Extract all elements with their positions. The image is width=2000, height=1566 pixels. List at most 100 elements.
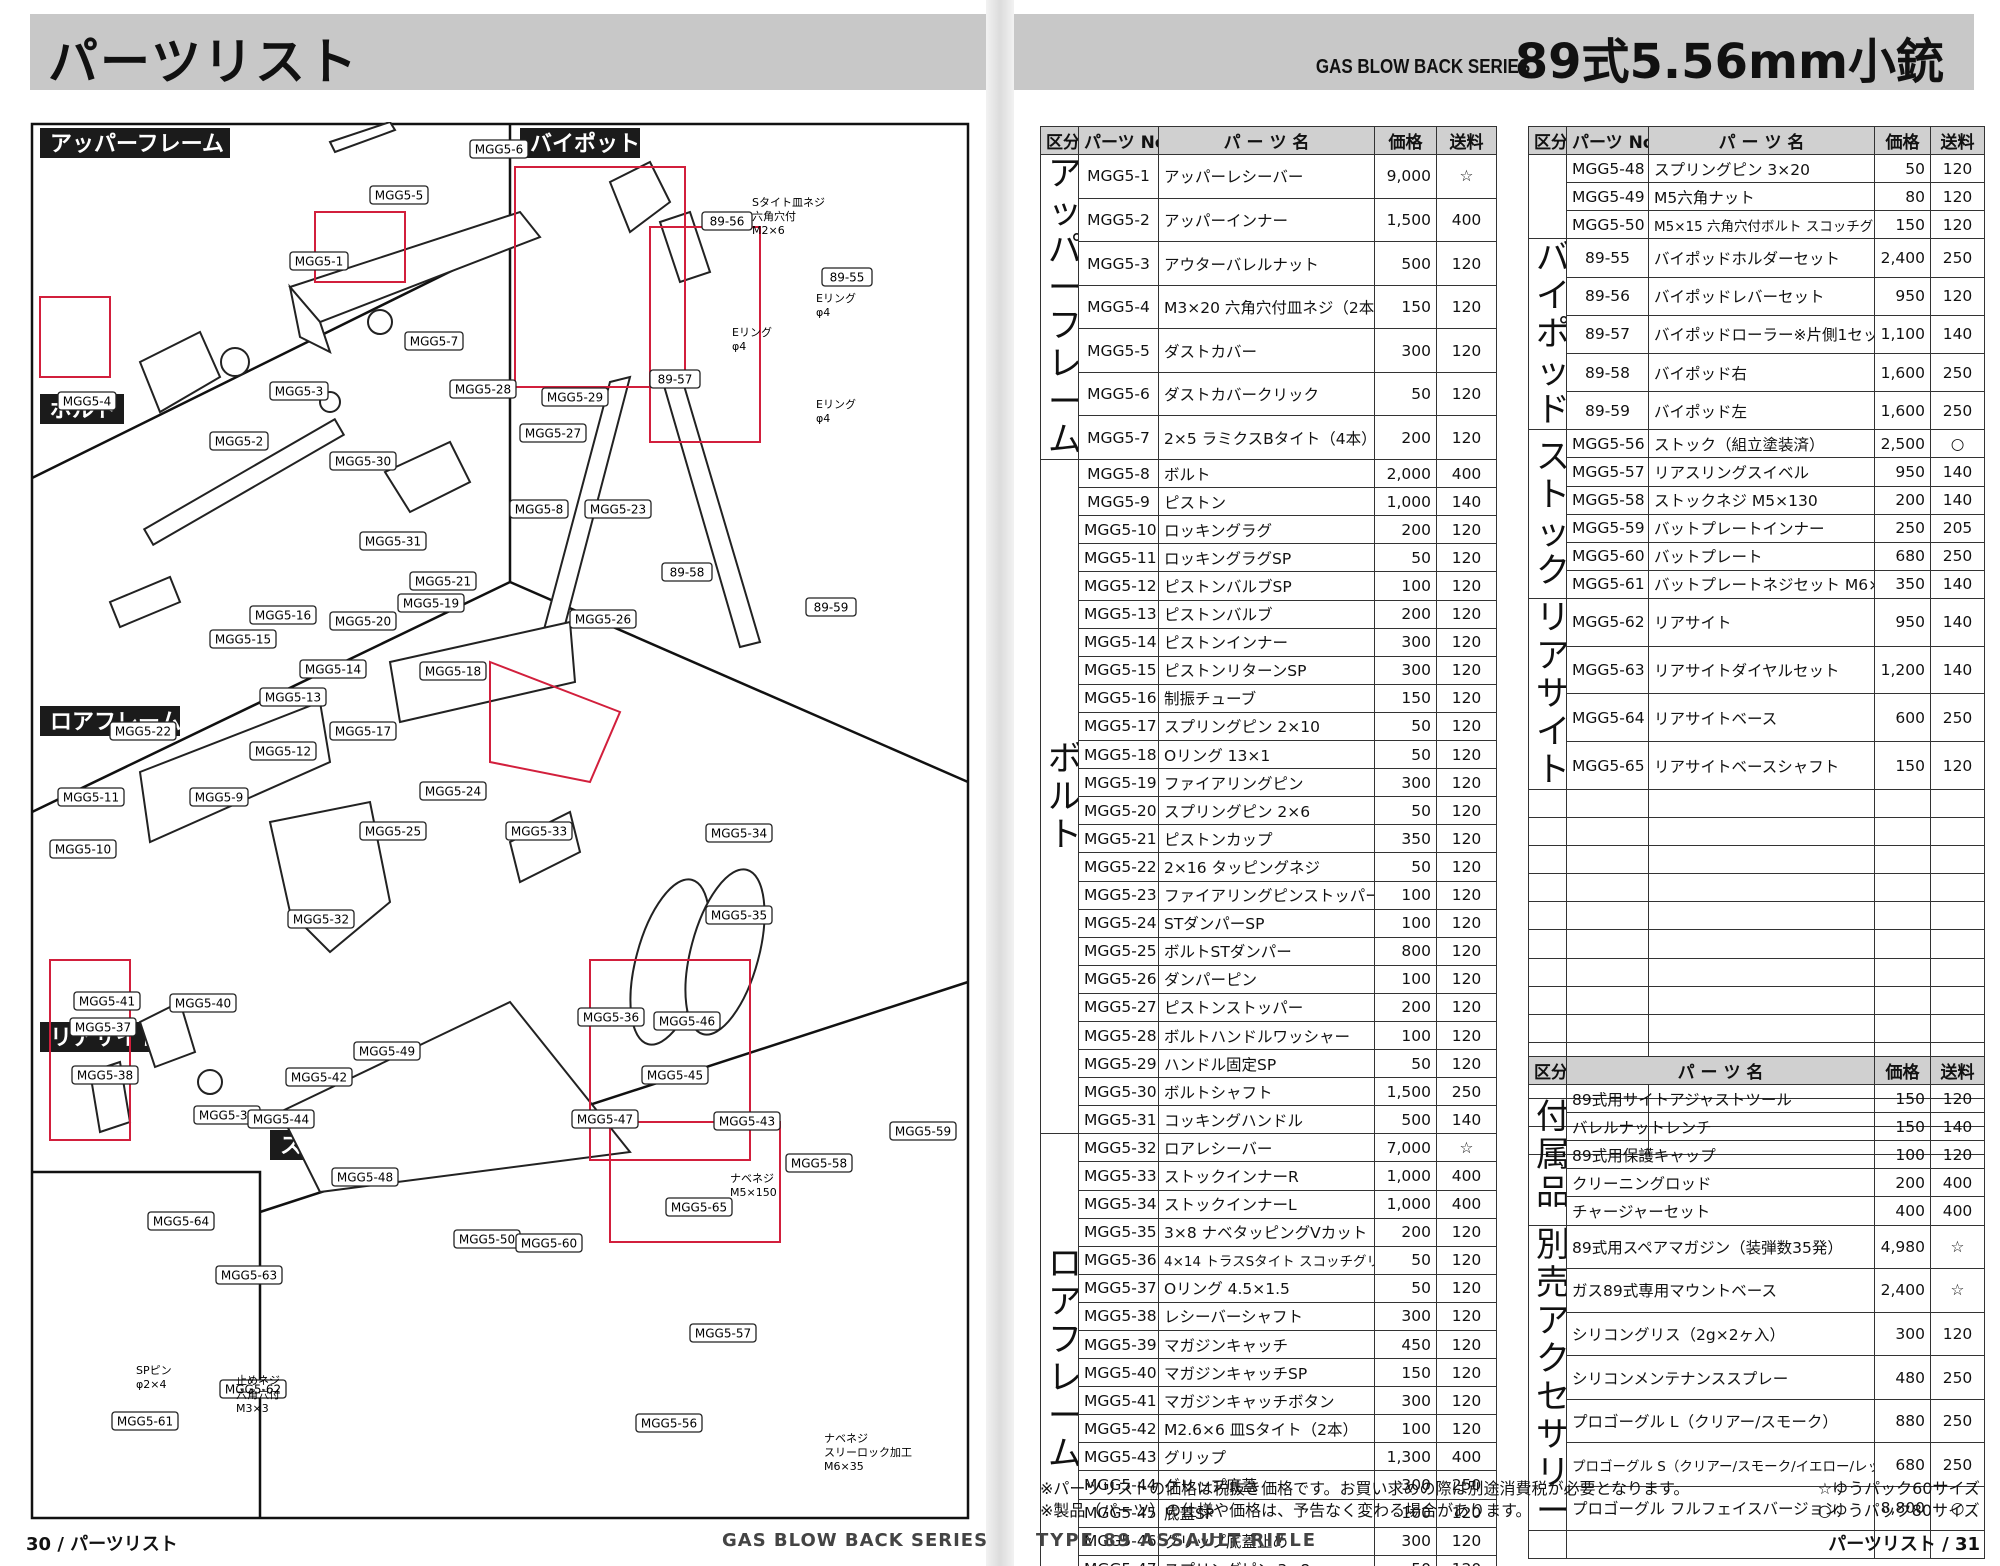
page-title: パーツリスト — [48, 33, 359, 91]
diagram-note: Eリング — [816, 397, 856, 411]
callout-label: MGG5-18 — [425, 665, 481, 679]
callout-label: MGG5-64 — [153, 1215, 209, 1229]
price-cell: 300 — [1374, 1526, 1437, 1556]
price-cell: 2,000 — [1374, 459, 1437, 489]
price-cell: 4,980 — [1874, 1224, 1931, 1270]
col-header-category: 区分 — [1040, 125, 1079, 156]
callout-label: MGG5-36 — [583, 1011, 639, 1025]
part-name-cell: アッパーインナー — [1158, 197, 1375, 243]
empty-row — [1528, 817, 1985, 847]
part-callout: MGG5-40 — [169, 993, 237, 1013]
callout-label: MGG5-2 — [215, 435, 264, 449]
upper-inner-shape — [138, 330, 222, 414]
part-no-cell: 89-56 — [1566, 276, 1649, 316]
part-no-cell: MGG5-43 — [1078, 1442, 1159, 1472]
price-cell: 2,400 — [1874, 238, 1931, 278]
part-name-cell: ボルトSTダンパー — [1158, 936, 1375, 966]
part-callout: MGG5-14 — [299, 659, 367, 679]
part-name-cell: Oリング 4.5×1.5 — [1158, 1273, 1375, 1303]
part-no-cell: MGG5-47 — [1078, 1554, 1159, 1566]
part-name-cell: 89式用サイトアジャストツール — [1566, 1084, 1875, 1114]
part-name-cell: バイポッド左 — [1648, 391, 1875, 431]
callout-label: MGG5-40 — [175, 997, 231, 1011]
part-callout: MGG5-61 — [111, 1411, 179, 1431]
diagram-note: ナベネジ — [730, 1172, 774, 1185]
part-name-cell: マガジンキャッチボタン — [1158, 1386, 1375, 1416]
part-no-cell: MGG5-21 — [1078, 824, 1159, 854]
footer-page-right: パーツリスト / 31 — [1828, 1534, 1980, 1555]
rear-sight-base — [138, 1000, 197, 1069]
part-name-cell: マガジンキャッチ — [1158, 1329, 1375, 1360]
shipping-cell: 120 — [1436, 852, 1497, 882]
part-callout: MGG5-48 — [331, 1167, 399, 1187]
part-callout: MGG5-39 — [193, 1105, 261, 1125]
category-cell: ボルト — [1040, 459, 1079, 1135]
part-callout: MGG5-17 — [329, 721, 397, 741]
callout-label: MGG5-49 — [359, 1045, 415, 1059]
part-name-cell: 2×16 タッピングネジ — [1158, 852, 1375, 882]
part-name-cell: 底蓋SP — [1158, 1498, 1375, 1528]
price-cell: 100 — [1374, 1414, 1437, 1444]
part-callout: MGG5-31 — [359, 531, 427, 551]
part-callout: MGG5-35 — [705, 905, 773, 925]
part-name-cell: リアサイトベースシャフト — [1648, 741, 1875, 790]
part-callout: 89-59 — [805, 597, 857, 617]
part-callout: MGG5-43 — [713, 1111, 781, 1131]
price-cell: 350 — [1374, 824, 1437, 854]
part-callout: MGG5-19 — [397, 593, 465, 613]
price-cell: 1,600 — [1874, 352, 1931, 393]
part-callout: MGG5-16 — [249, 605, 317, 625]
part-no-cell: MGG5-62 — [1566, 597, 1649, 647]
part-no-cell: MGG5-26 — [1078, 964, 1159, 994]
price-cell: 100 — [1374, 880, 1437, 910]
shipping-cell: 120 — [1436, 1386, 1497, 1416]
product-title: 89式5.56mm小銃 — [1514, 34, 1944, 90]
shipping-cell: 140 — [1930, 569, 1985, 599]
shipping-cell: 120 — [1436, 1554, 1497, 1566]
category-label: 付属品 — [1534, 1098, 1566, 1212]
part-name-cell: バレルナットレンチ — [1566, 1112, 1875, 1142]
part-no-cell: MGG5-1 — [1078, 154, 1159, 199]
price-cell: 1,000 — [1374, 487, 1437, 517]
shipping-cell: 400 — [1436, 197, 1497, 243]
callout-label: MGG5-13 — [265, 691, 321, 705]
callout-label: MGG5-15 — [215, 633, 271, 647]
part-name-cell: M5六角ナット — [1648, 182, 1875, 212]
diagram-note: 六角穴付 — [752, 209, 796, 223]
part-no-cell: MGG5-6 — [1078, 371, 1159, 417]
part-name-cell: バイポッドホルダーセット — [1648, 238, 1875, 278]
col-header-price: 価格 — [1374, 125, 1437, 156]
part-callout: MGG5-47 — [571, 1109, 639, 1129]
callout-label: MGG5-47 — [577, 1113, 633, 1127]
part-no-cell: MGG5-49 — [1566, 182, 1649, 212]
callout-label: MGG5-65 — [671, 1201, 727, 1215]
part-drawings — [88, 122, 766, 1194]
price-cell: 500 — [1374, 241, 1437, 286]
part-no-cell: MGG5-33 — [1078, 1161, 1159, 1191]
price-cell: 50 — [1374, 1273, 1437, 1303]
price-cell: 250 — [1874, 513, 1931, 543]
callout-label: MGG5-35 — [711, 909, 767, 923]
callout-label: MGG5-39 — [199, 1109, 255, 1123]
part-name-cell: シリコングリス（2g×2ヶ入） — [1566, 1311, 1875, 1357]
shipping-cell: ☆ — [1436, 1133, 1497, 1163]
callout-label: MGG5-1 — [295, 255, 344, 269]
col-header-part-name: パ ー ツ 名 — [1158, 125, 1375, 156]
diagram-note: φ2×4 — [136, 1378, 166, 1391]
shipping-cell: 400 — [1436, 1161, 1497, 1191]
price-cell: 150 — [1874, 741, 1931, 790]
shipping-cell: 120 — [1436, 543, 1497, 573]
part-no-cell: MGG5-61 — [1566, 569, 1649, 599]
bolt-shaft-shape — [142, 417, 346, 547]
price-cell: 300 — [1374, 655, 1437, 685]
shipping-cell: 400 — [1930, 1196, 1985, 1226]
